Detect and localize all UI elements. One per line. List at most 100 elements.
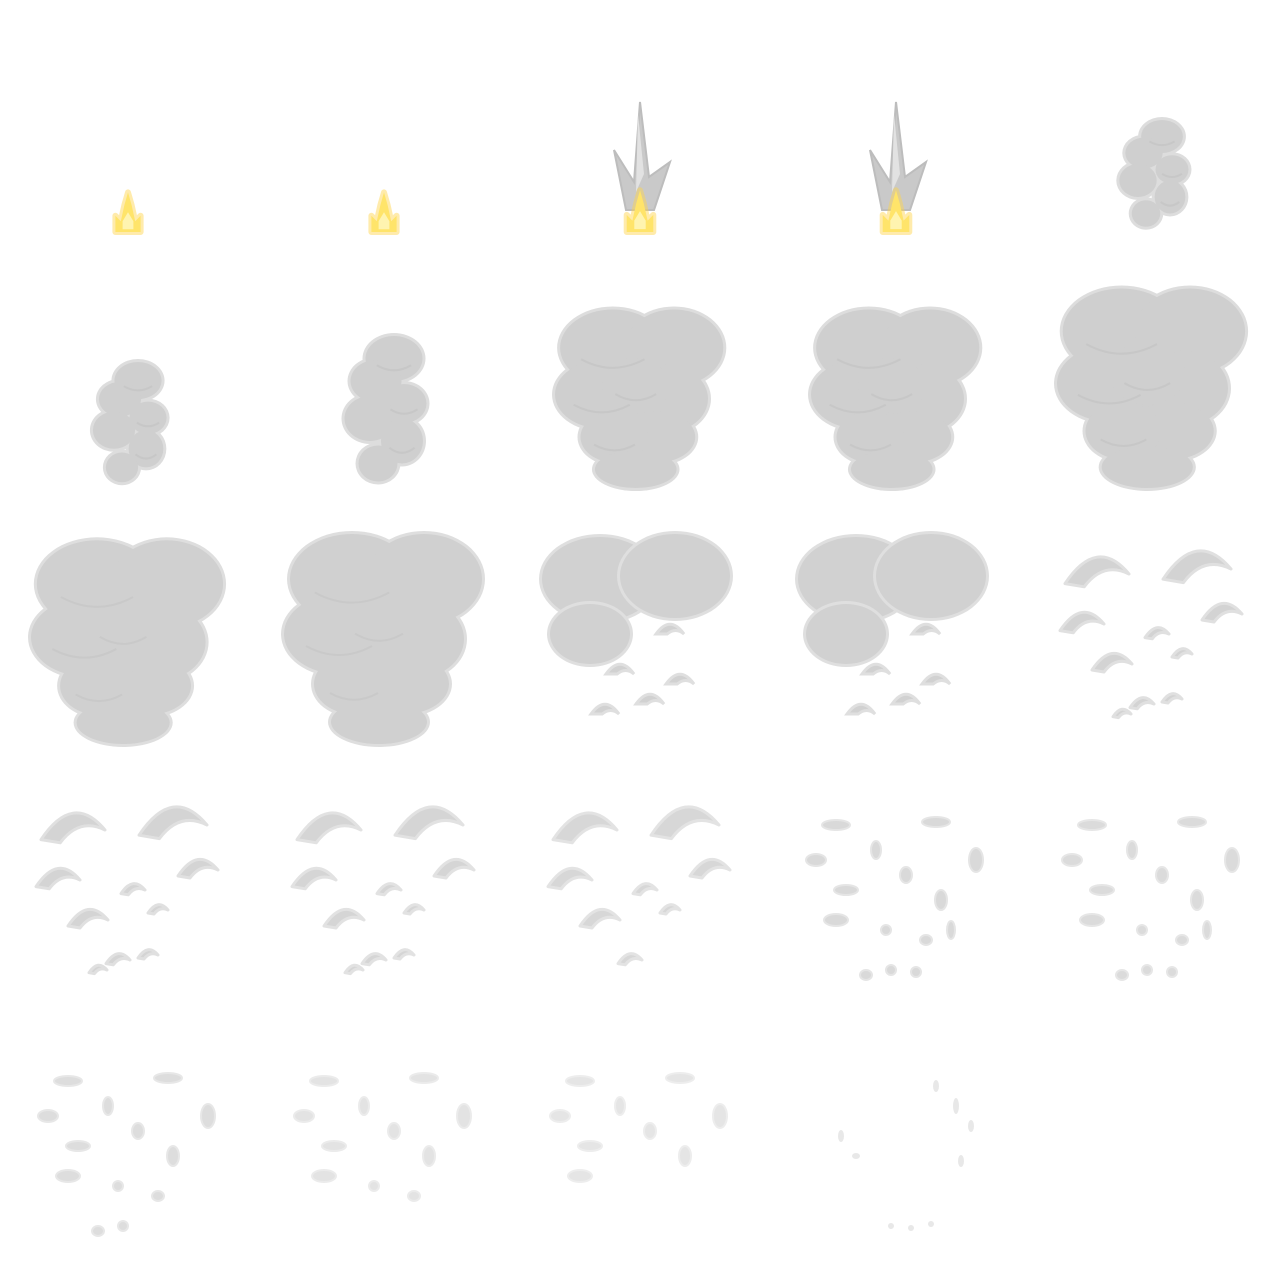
smoke-fragment bbox=[112, 1180, 124, 1192]
smoke-puff bbox=[580, 411, 649, 463]
frame-art bbox=[552, 306, 727, 491]
smoke-fold bbox=[1123, 382, 1171, 391]
frame-art bbox=[838, 1080, 974, 1231]
smoke-fold bbox=[1148, 140, 1176, 147]
smoke-puff bbox=[806, 604, 886, 664]
smoke-puff bbox=[594, 450, 677, 488]
smoke-fragment bbox=[859, 969, 873, 981]
smoke-wisp bbox=[136, 948, 160, 961]
smoke-fragment bbox=[823, 913, 849, 927]
sprite-frame bbox=[0, 0, 256, 256]
smoke-puffs bbox=[808, 306, 983, 491]
smoke-curl bbox=[909, 622, 942, 636]
smoke-fragment bbox=[1155, 866, 1169, 884]
sprite-frame bbox=[256, 512, 512, 768]
smoke-wisp bbox=[343, 963, 365, 976]
smoke-puffs bbox=[1054, 285, 1249, 491]
sprite-frame bbox=[1024, 768, 1280, 1024]
smoke-wisps bbox=[546, 805, 732, 967]
smoke-puff bbox=[1101, 446, 1193, 488]
smoke-puff bbox=[105, 452, 139, 483]
smoke-puff bbox=[550, 604, 630, 664]
smoke-curl bbox=[653, 622, 686, 636]
sprite-frame bbox=[0, 512, 256, 768]
smoke-wisp bbox=[137, 805, 209, 841]
smoke-fragment bbox=[321, 1140, 347, 1152]
smoke-curl bbox=[859, 662, 892, 676]
smoke-puff bbox=[1131, 200, 1161, 227]
smoke-fragment bbox=[549, 1109, 571, 1123]
smoke-fragment bbox=[358, 1096, 370, 1116]
sprite-frame bbox=[512, 512, 768, 768]
smoke-fragment bbox=[55, 1169, 81, 1183]
smoke-puffs bbox=[341, 333, 430, 485]
smoke-fragment bbox=[387, 1122, 401, 1140]
smoke-wisp bbox=[578, 908, 622, 930]
smoke-fragment bbox=[166, 1145, 180, 1167]
smoke-fold bbox=[836, 358, 901, 369]
smoke-fragment bbox=[456, 1103, 472, 1129]
smoke-fragment bbox=[409, 1072, 439, 1084]
smoke-fragments bbox=[1061, 816, 1240, 981]
frame-art bbox=[795, 531, 989, 716]
smoke-fragment bbox=[1224, 847, 1240, 873]
smoke-fold bbox=[614, 393, 657, 402]
smoke-puff bbox=[84, 596, 162, 659]
smoke-dot bbox=[908, 1225, 914, 1231]
smoke-dot bbox=[852, 1153, 860, 1159]
sprite-frame bbox=[0, 256, 256, 512]
smoke-wisp bbox=[119, 882, 147, 897]
smoke-fragment bbox=[407, 1190, 421, 1202]
smoke-wisp bbox=[402, 903, 426, 916]
smoke-fragments bbox=[549, 1072, 728, 1183]
smoke-wisp bbox=[295, 811, 363, 845]
smoke-fragment bbox=[1190, 889, 1204, 911]
smoke-fragment bbox=[1115, 969, 1129, 981]
smoke-wisp bbox=[649, 805, 721, 841]
smoke-fragment bbox=[1089, 884, 1115, 896]
frame-art bbox=[281, 531, 485, 747]
smoke-curl bbox=[633, 692, 666, 706]
smoke-fragment bbox=[1126, 840, 1138, 860]
smoke-fold bbox=[1160, 201, 1180, 207]
smoke-curl bbox=[919, 672, 952, 686]
frame-art bbox=[37, 1072, 216, 1237]
smoke-fragment bbox=[910, 966, 922, 978]
sprite-frame bbox=[512, 0, 768, 256]
smoke-fold bbox=[136, 421, 160, 428]
smoke-puff bbox=[1154, 180, 1186, 214]
frame-art bbox=[805, 816, 984, 981]
smoke-fragments bbox=[37, 1072, 216, 1237]
smoke-fragment bbox=[968, 847, 984, 873]
sprite-frame bbox=[512, 256, 768, 512]
smoke-fragment bbox=[53, 1075, 83, 1087]
smoke-fragment bbox=[870, 840, 882, 860]
smoke-fragment bbox=[1141, 964, 1153, 976]
frame-art bbox=[869, 101, 928, 235]
sprite-frame bbox=[256, 768, 512, 1024]
smoke-fold bbox=[1077, 394, 1142, 405]
frame-art bbox=[368, 189, 400, 235]
sprite-frame bbox=[1024, 512, 1280, 768]
smoke-fold bbox=[1161, 172, 1183, 179]
smoke-fragment bbox=[1177, 816, 1207, 828]
smoke-puff bbox=[850, 450, 933, 488]
smoke-puffs bbox=[281, 531, 485, 747]
smoke-fold bbox=[75, 693, 123, 703]
smoke-puff bbox=[836, 411, 905, 463]
smoke-wisp bbox=[616, 952, 644, 967]
smoke-fold bbox=[1100, 438, 1147, 447]
frame-art bbox=[808, 306, 983, 491]
frame-art bbox=[290, 805, 476, 976]
smoke-fragment bbox=[643, 1122, 657, 1140]
smoke-fragment bbox=[833, 884, 859, 896]
smoke-fragment bbox=[309, 1075, 339, 1087]
smoke-fold bbox=[314, 591, 390, 604]
frame-art bbox=[1116, 117, 1192, 230]
sprite-frame bbox=[256, 256, 512, 512]
smoke-fold bbox=[849, 443, 892, 452]
smoke-fragment bbox=[1202, 920, 1212, 940]
flame-core bbox=[634, 211, 646, 230]
smoke-wisp bbox=[1128, 696, 1156, 711]
smoke-puff bbox=[1155, 155, 1189, 184]
